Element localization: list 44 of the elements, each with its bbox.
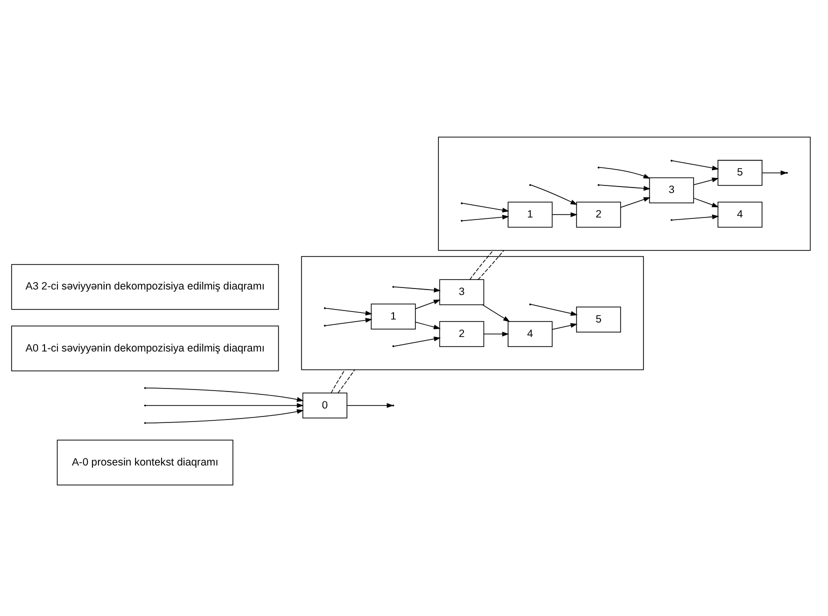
arrow	[694, 198, 719, 208]
arrow	[394, 336, 441, 347]
connector	[338, 369, 356, 394]
arrow	[484, 332, 510, 336]
arrow	[415, 322, 441, 330]
arrow	[462, 202, 510, 212]
cluster	[438, 136, 811, 251]
arrow	[146, 388, 304, 402]
arrow	[482, 304, 510, 322]
node-box: 4	[718, 202, 762, 228]
arrow	[325, 318, 372, 326]
connector	[330, 369, 346, 394]
node-box: 3	[649, 177, 694, 204]
arrow	[552, 323, 578, 330]
arrow	[599, 184, 650, 191]
node-box: 0	[302, 392, 348, 418]
node-box: 3	[439, 279, 484, 306]
arrow	[325, 308, 372, 316]
arrow	[530, 184, 578, 205]
arrow	[694, 178, 719, 186]
node-box: 5	[718, 160, 762, 186]
node-box: 2	[576, 202, 622, 228]
arrow	[599, 167, 650, 179]
node-box: A0 1-ci səviyyənin dekompozisiya edilmiş diaqramı	[11, 326, 279, 372]
arrow	[672, 160, 720, 170]
node-box: 2	[439, 321, 484, 347]
arrow	[530, 304, 578, 316]
connector	[478, 250, 504, 280]
node-box: 1	[508, 202, 553, 228]
cluster	[301, 256, 644, 370]
node-box: A3 2-ci səviyyənin dekompozisiya edilmiş diaqramı	[11, 264, 279, 310]
node-box: 4	[508, 321, 553, 347]
arrow	[462, 214, 510, 222]
node-box: 5	[576, 306, 622, 333]
arrow	[145, 403, 304, 408]
arrow	[552, 212, 578, 218]
arrow	[146, 409, 304, 424]
arrow	[394, 286, 441, 292]
node-box: A-0 prosesin kontekst diaqramı	[56, 440, 234, 486]
arrow	[672, 214, 720, 220]
node-box: 1	[370, 304, 416, 330]
connector	[470, 250, 494, 280]
arrow	[415, 300, 441, 310]
arrow	[620, 197, 650, 208]
